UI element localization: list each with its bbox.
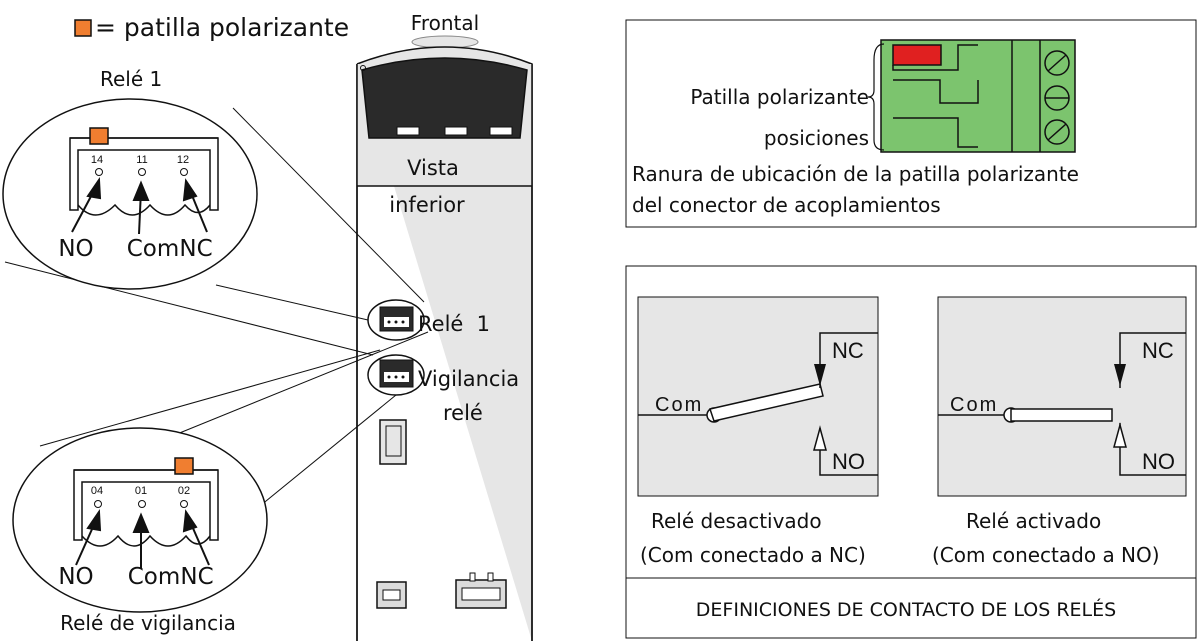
watchdog-contact-com: Com [128, 564, 181, 590]
energised-caption-line1: Relé activado [966, 509, 1101, 533]
relay1-contact-com: Com [127, 236, 180, 262]
watchdog-connector-on-unit [367, 354, 425, 396]
relay1-contact-nc: NC [179, 236, 212, 262]
instrument-unit [356, 35, 533, 641]
deenergised-diagram [637, 296, 879, 497]
zoom-lines [4, 107, 429, 511]
energised-diagram [937, 296, 1187, 497]
relay1-side-label: Relé 1 [418, 312, 490, 336]
relay1-pin-12: 12 [177, 154, 189, 166]
deenergised-com-label: Com [655, 394, 703, 416]
relay1-arrows [71, 177, 208, 235]
watchdog-polarizing-pin [174, 457, 194, 475]
relay1-pin-11: 11 [136, 154, 147, 166]
relay1-contact-no: NO [58, 236, 93, 262]
relay1-title: Relé 1 [100, 67, 162, 91]
watchdog-pin-02: 02 [178, 485, 190, 497]
energised-caption-line2: (Com conectado a NO) [932, 543, 1160, 567]
bottom-view-label-line1: Vista [407, 156, 459, 180]
deenergised-caption-line1: Relé desactivado [651, 509, 822, 533]
watchdog-contact-nc: NC [180, 564, 213, 590]
watchdog-side-label-line1: Vigilancia [418, 367, 519, 391]
deenergised-caption-line2: (Com conectado a NC) [640, 543, 866, 567]
relay1-pin-14: 14 [91, 154, 103, 166]
polarizing-pin-legend-marker [74, 19, 92, 37]
relay1-zoom [2, 98, 258, 290]
polarizing-pin-legend-text: = patilla polarizante [95, 13, 349, 42]
deenergised-nc-label: NC [832, 338, 864, 363]
energised-com-label: Com [950, 394, 998, 416]
connector-caption-line1: Ranura de ubicación de la patilla polari… [632, 162, 1079, 186]
power-connector-small [376, 581, 407, 609]
watchdog-arrows [75, 509, 210, 568]
energised-nc-label: NC [1142, 338, 1174, 363]
watchdog-pin-04: 04 [91, 485, 103, 497]
mating-connector [880, 39, 1076, 153]
relay1-connector-on-unit [367, 299, 425, 341]
watchdog-contact-no: NO [58, 564, 93, 590]
polarizing-positions-label-line1: Patilla polarizante [690, 85, 869, 109]
contacts-footer: DEFINICIONES DE CONTACTO DE LOS RELÉS [696, 598, 1116, 621]
energised-no-label: NO [1142, 449, 1175, 474]
watchdog-title: Relé de vigilancia [60, 611, 236, 635]
watchdog-pin-01: 01 [135, 485, 147, 497]
watchdog-side-label-line2: relé [443, 401, 483, 425]
bottom-view-label-line2: inferior [389, 193, 465, 217]
connector-caption-line2: del conector de acoplamientos [632, 193, 941, 217]
ethernet-port [379, 419, 407, 465]
position-brace [867, 43, 885, 151]
relay1-polarizing-pin [89, 127, 109, 145]
polarizing-positions-label-line2: posiciones [764, 126, 869, 150]
deenergised-no-label: NO [832, 449, 865, 474]
power-connector-large [455, 572, 507, 609]
front-label: Frontal [411, 11, 479, 35]
